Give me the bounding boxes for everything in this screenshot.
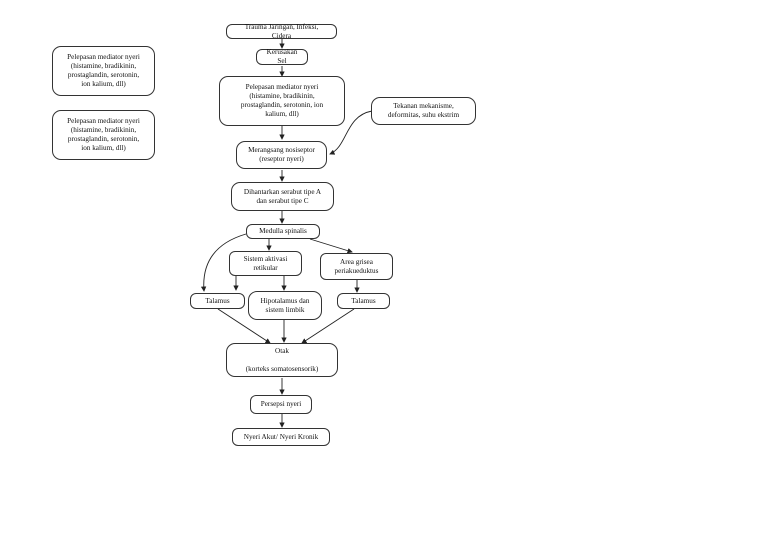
node-area-grisea: Area grisea periakueduktus xyxy=(320,253,393,280)
arrow-medulla-to-area-grisea xyxy=(309,238,353,254)
node-kerusakan-sel: Kerusakan Sel xyxy=(256,48,308,65)
node-merangsang-nosiseptor: Merangsang nosiseptor (reseptor nyeri) xyxy=(236,141,327,169)
node-pelepasan-mediator-side-1: Pelepasan mediator nyeri (histamine, bra… xyxy=(52,46,155,96)
node-pelepasan-mediator-side-2: Pelepasan mediator nyeri (histamine, bra… xyxy=(52,110,155,160)
node-persepsi-nyeri: Persepsi nyeri xyxy=(250,395,312,414)
node-talamus-left: Talamus xyxy=(190,293,245,309)
node-medulla-spinalis: Medulla spinalis xyxy=(246,224,320,239)
arrow-tekanan-to-merangsang xyxy=(329,110,373,155)
arrow-medulla-to-talamus-left xyxy=(200,233,247,292)
node-trauma: Trauma Jaringan, Infeksi, Cidera xyxy=(226,23,337,40)
node-hipotalamus-limbik: Hipotalamus dan sistem limbik xyxy=(248,291,322,320)
node-dihantarkan-serabut: Dihantarkan serabut tipe A dan serabut t… xyxy=(231,182,334,211)
node-tekanan-mekanisme: Tekanan mekanisme, deformitas, suhu ekst… xyxy=(371,97,476,125)
node-talamus-right: Talamus xyxy=(337,293,390,309)
arrow-talamus-left-to-otak xyxy=(217,308,271,344)
arrow-talamus-right-to-otak xyxy=(301,308,355,344)
node-sistem-aktivasi-retikular: Sistem aktivasi retikular xyxy=(229,251,302,276)
node-pelepasan-mediator-main: Pelepasan mediator nyeri (histamine, bra… xyxy=(219,76,345,126)
node-nyeri-akut-kronik: Nyeri Akut/ Nyeri Kronik xyxy=(232,428,330,446)
node-otak: Otak (korteks somatosensorik) xyxy=(226,343,338,377)
